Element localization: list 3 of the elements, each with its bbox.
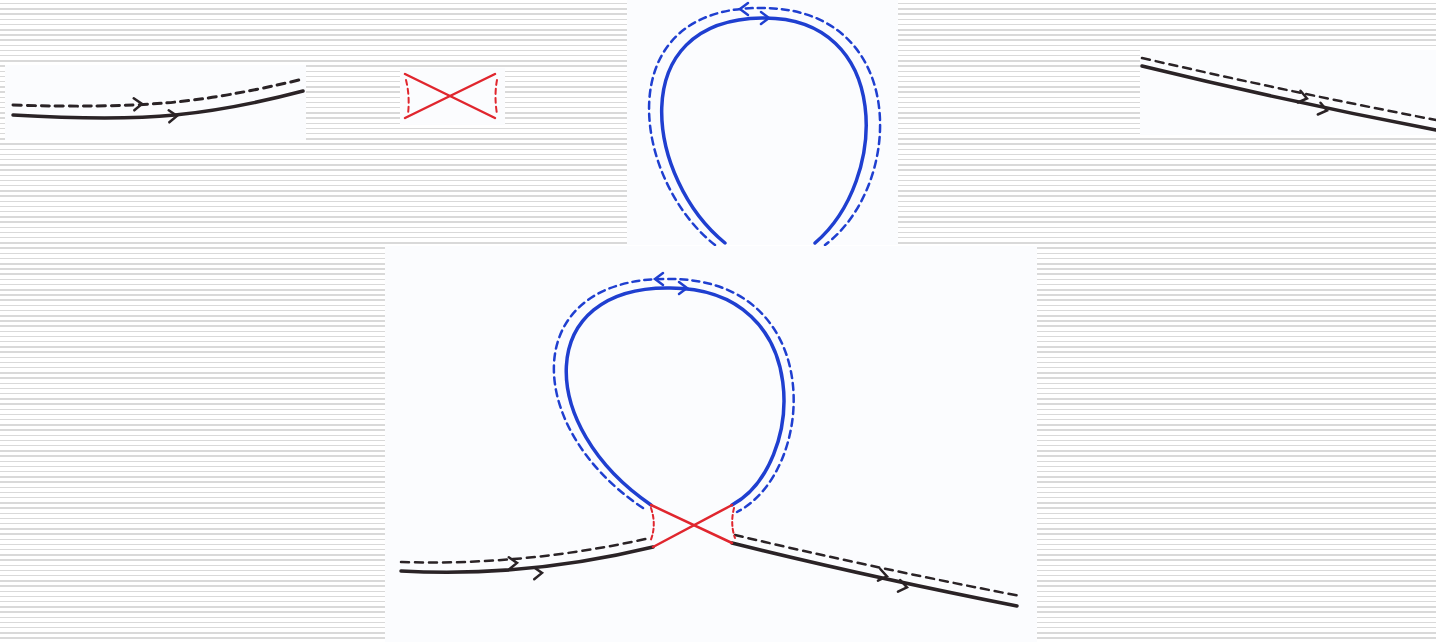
drawing-panel <box>385 246 1037 642</box>
drawing-panel <box>5 65 306 140</box>
drawing-panel <box>400 68 505 125</box>
